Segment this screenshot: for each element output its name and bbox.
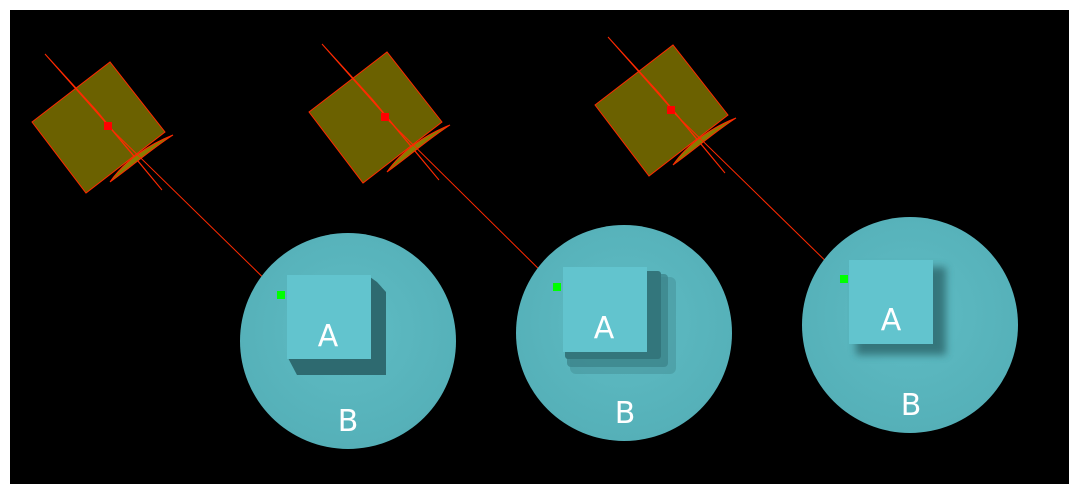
square-a bbox=[849, 260, 933, 344]
light-wing bbox=[672, 117, 737, 166]
square-a bbox=[287, 275, 371, 359]
square-shadow bbox=[287, 277, 386, 375]
circle-label: B bbox=[338, 404, 359, 439]
contact-point bbox=[277, 291, 285, 299]
scene-2: A B bbox=[308, 43, 732, 441]
diagram-canvas: A B A B bbox=[10, 10, 1069, 484]
light-1 bbox=[31, 53, 282, 296]
light-ray bbox=[107, 125, 282, 296]
light-cone bbox=[44, 53, 163, 191]
light-ray bbox=[384, 116, 558, 288]
light-wing bbox=[386, 124, 451, 173]
square-label: A bbox=[594, 311, 615, 346]
square-a bbox=[563, 267, 647, 352]
square-label: A bbox=[881, 303, 902, 338]
shadow-diagram: A B A B bbox=[31, 36, 1018, 449]
light-wing bbox=[109, 134, 174, 183]
light-3 bbox=[594, 36, 844, 279]
light-frustum bbox=[308, 51, 443, 184]
light-frustum bbox=[594, 44, 729, 177]
contact-point bbox=[553, 283, 561, 291]
scene-1: A B bbox=[31, 53, 456, 449]
contact-point bbox=[840, 275, 848, 283]
scene-3: A B bbox=[594, 36, 1018, 433]
light-ray bbox=[670, 109, 844, 279]
light-cone bbox=[607, 36, 726, 174]
light-cone bbox=[321, 43, 440, 181]
light-point bbox=[381, 113, 389, 121]
light-2 bbox=[308, 43, 558, 288]
light-point bbox=[667, 106, 675, 114]
light-point bbox=[104, 122, 112, 130]
light-frustum bbox=[31, 61, 166, 194]
circle-label: B bbox=[615, 396, 636, 431]
circle-label: B bbox=[901, 388, 922, 423]
square-label: A bbox=[318, 319, 339, 354]
